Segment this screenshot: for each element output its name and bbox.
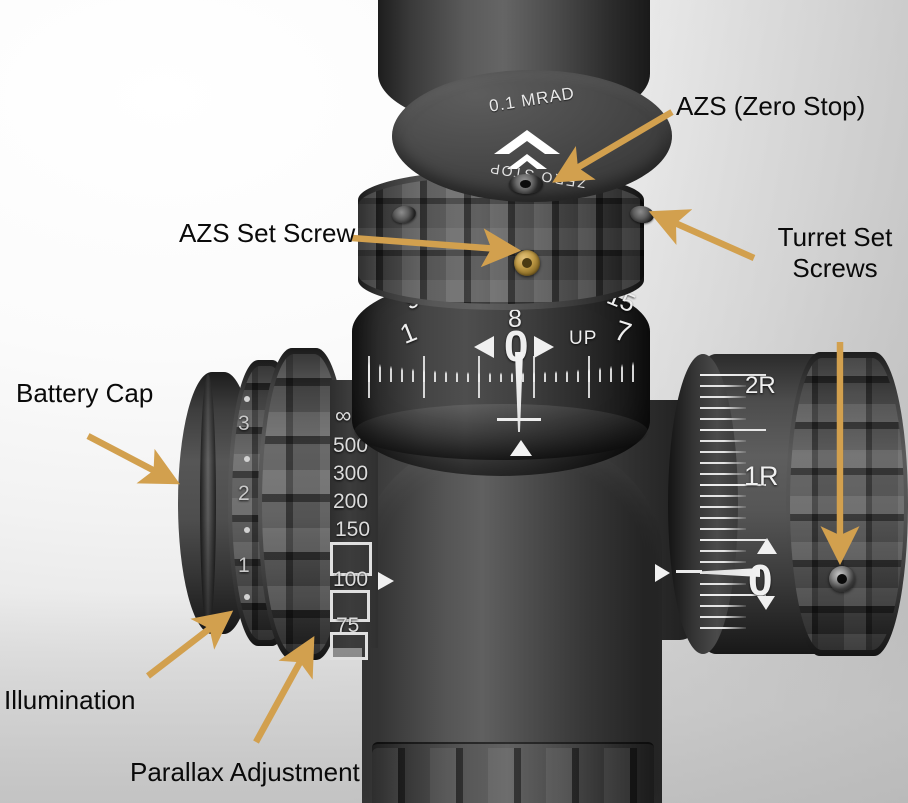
battery-cap-seam	[200, 374, 216, 632]
illumination-dot	[244, 456, 250, 462]
chevron-up-icon	[494, 130, 560, 169]
label-azs-zero-stop: AZS (Zero Stop)	[676, 91, 866, 121]
scope-main-tube	[362, 432, 662, 803]
windage-up-triangle-icon	[757, 538, 777, 554]
windage-mark-2r: 2R	[745, 372, 776, 399]
illumination-mark-2: 2	[238, 482, 250, 505]
elevation-pointer-icon	[515, 352, 523, 432]
elevation-direction-up: UP	[569, 328, 598, 349]
windage-minor-ticks	[700, 374, 746, 636]
windage-pointer-icon	[700, 568, 760, 577]
elevation-mark-8: 8	[508, 305, 522, 333]
turret-set-screw-icon[interactable]	[829, 566, 855, 592]
parallax-mark-100: 100	[333, 568, 369, 591]
windage-down-triangle-icon	[757, 596, 775, 610]
elevation-dial-lip	[354, 404, 648, 460]
label-azs-set-screw: AZS Set Screw	[179, 218, 356, 248]
windage-turret-cap[interactable]	[786, 352, 908, 656]
illumination-dot	[244, 594, 250, 600]
windage-cap-knurl	[790, 358, 904, 650]
scope-lower-ring-knurl	[372, 748, 654, 803]
windage-mark-1r: 1R	[744, 461, 779, 491]
label-illumination: Illumination	[4, 685, 136, 715]
elevation-right-triangle-icon	[534, 336, 554, 358]
label-turret-set-screws: Turret Set Screws	[777, 222, 893, 283]
label-battery-cap: Battery Cap	[16, 378, 154, 408]
parallax-mark-75: 75	[336, 614, 360, 637]
illumination-mark-3: 3	[238, 412, 250, 435]
elevation-minor-ticks	[368, 356, 634, 382]
illumination-mark-1: 1	[238, 554, 250, 577]
parallax-mark-300: 300	[333, 462, 369, 485]
elevation-left-triangle-icon	[474, 336, 494, 358]
elevation-crosshair-mark	[497, 418, 541, 421]
parallax-box-marker	[330, 632, 368, 660]
azs-set-screw-icon[interactable]	[514, 250, 540, 276]
illumination-dot	[244, 527, 250, 533]
parallax-mark-infinity: ∞	[335, 402, 352, 428]
parallax-mark-150: 150	[335, 518, 371, 541]
azs-center-screw-icon[interactable]	[509, 174, 543, 194]
elevation-index-triangle-icon	[510, 440, 532, 456]
scope-lower-ring	[372, 742, 654, 803]
windage-crosshair-mark	[676, 570, 702, 573]
parallax-mark-200: 200	[333, 490, 369, 513]
parallax-index-triangle-icon	[378, 572, 394, 590]
windage-index-triangle-icon	[655, 564, 670, 582]
parallax-box-marker	[330, 542, 372, 576]
label-parallax-adjustment: Parallax Adjustment	[130, 757, 360, 787]
parallax-box-marker	[330, 590, 370, 622]
illumination-dot	[244, 396, 250, 402]
